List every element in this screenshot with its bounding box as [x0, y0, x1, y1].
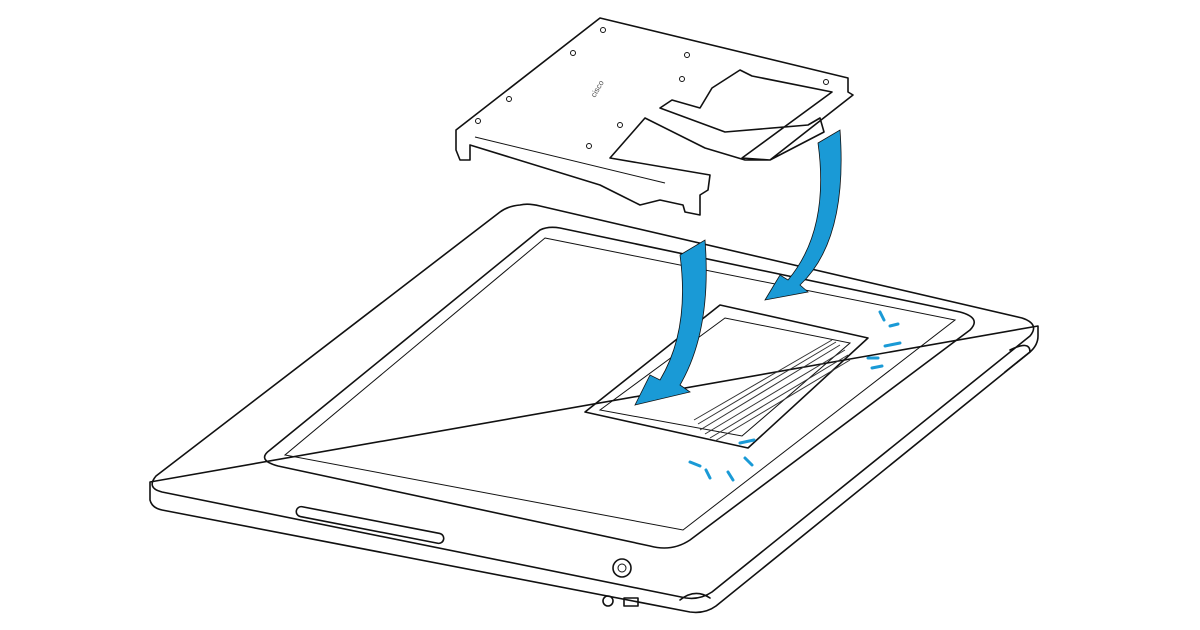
recess-inner — [598, 317, 852, 437]
usb-port — [623, 597, 639, 607]
device-foot-left — [679, 592, 711, 601]
recess-vent-grille — [693, 339, 851, 442]
bracket-plate — [455, 17, 854, 216]
device — [149, 203, 1039, 614]
raised-panel-inner — [283, 237, 957, 531]
bracket-logo: cisco — [589, 78, 606, 99]
power-icon — [617, 563, 627, 573]
bracket-holes — [475, 27, 829, 149]
insertion-arrows — [634, 129, 842, 406]
arrow-right-icon — [764, 129, 842, 301]
device-foot-right — [1004, 344, 1031, 373]
raised-panel — [263, 226, 976, 549]
click-indicators — [688, 310, 902, 482]
mounting-bracket: cisco — [455, 17, 854, 216]
bracket-recess — [584, 304, 869, 449]
power-button[interactable] — [612, 558, 632, 578]
audio-port — [602, 595, 614, 607]
device-top-surface — [151, 203, 1035, 600]
arrow-left-icon — [634, 239, 707, 406]
device-side — [149, 325, 1039, 614]
handle-slot — [295, 505, 445, 545]
bracket-fold-line — [474, 136, 666, 184]
